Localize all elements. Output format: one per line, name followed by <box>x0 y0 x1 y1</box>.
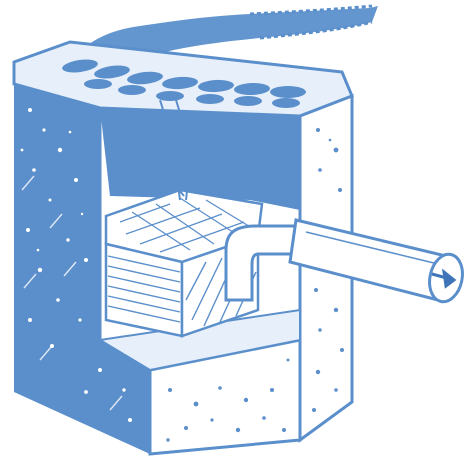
septic-tank-illustration <box>0 0 472 464</box>
